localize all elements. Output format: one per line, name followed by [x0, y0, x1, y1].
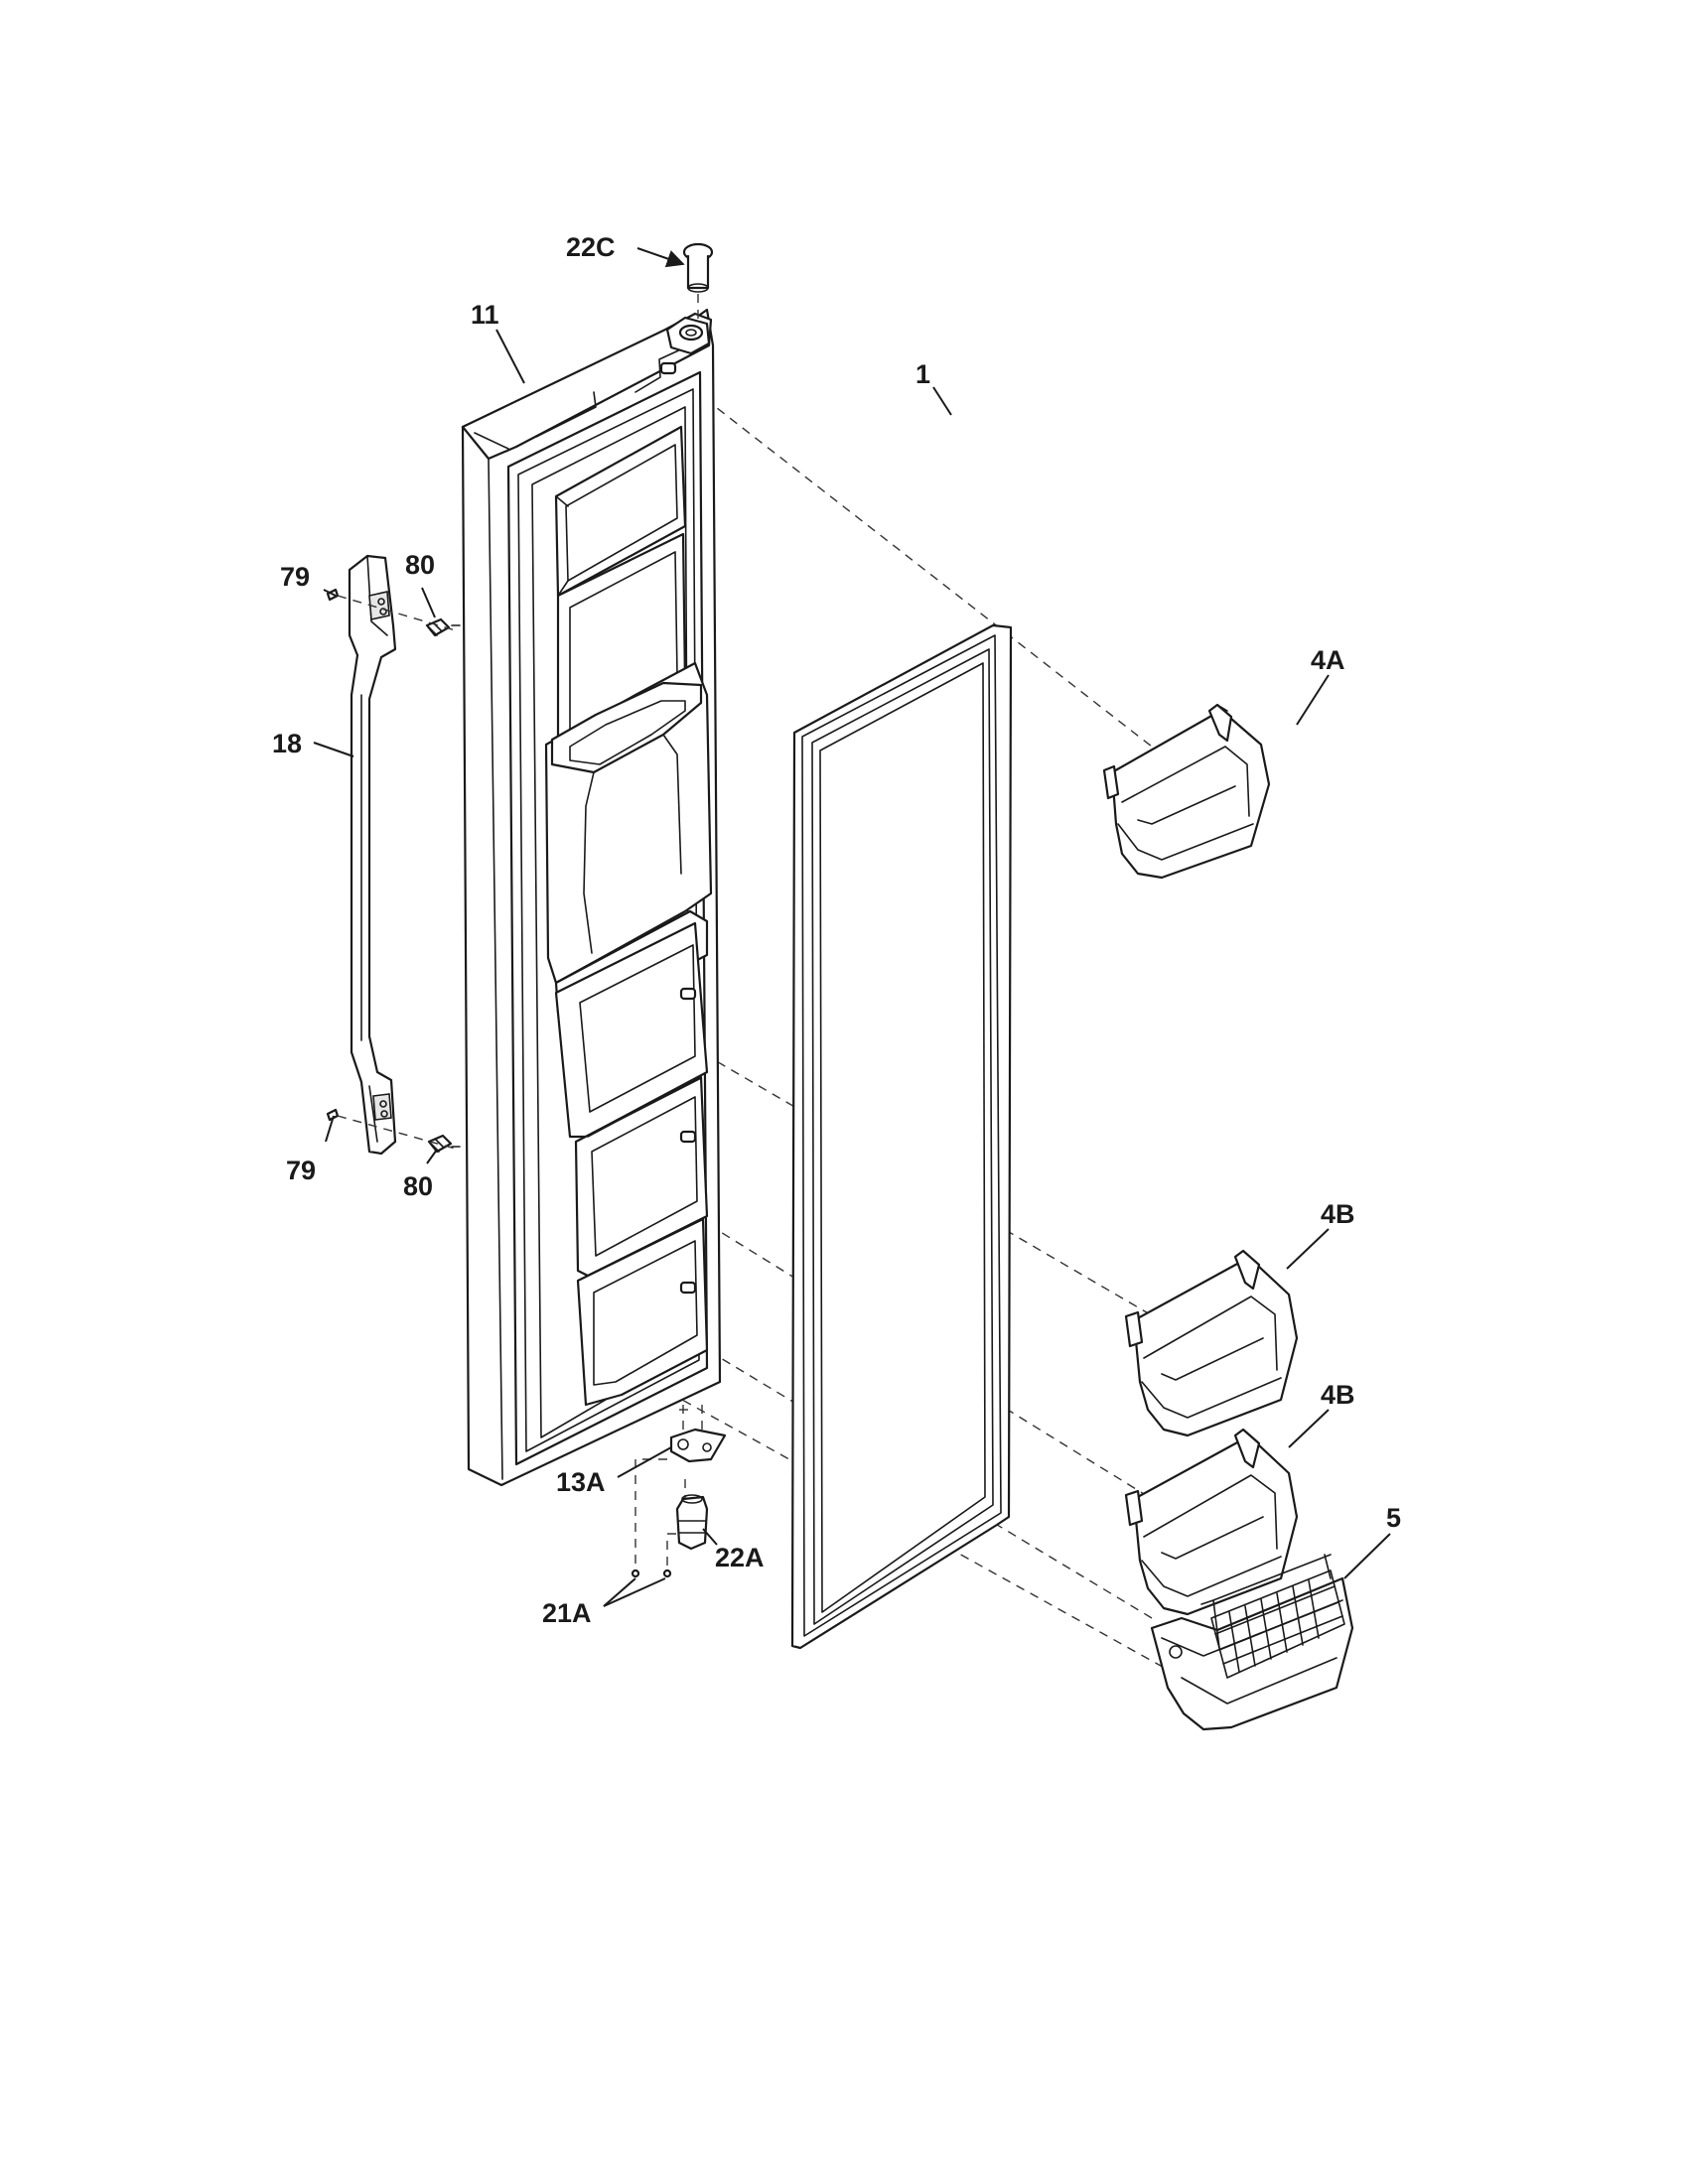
- hinge-pin-top: [682, 242, 714, 322]
- door-gasket: [790, 623, 1013, 1650]
- label-80-top: 80: [405, 550, 435, 580]
- label-22c: 22C: [566, 232, 616, 262]
- label-21a: 21A: [542, 1598, 592, 1628]
- label-4a: 4A: [1311, 645, 1345, 675]
- label-4b-lower: 4B: [1321, 1380, 1355, 1410]
- label-79-top: 79: [280, 562, 310, 592]
- door-bin-4b-lower: [1124, 1428, 1299, 1616]
- label-80-bottom: 80: [403, 1171, 433, 1201]
- label-1: 1: [915, 359, 930, 389]
- label-4b-upper: 4B: [1321, 1199, 1355, 1229]
- label-11: 11: [471, 300, 499, 330]
- bottom-hinge-hardware: [631, 1428, 727, 1578]
- shelf-pegs: [659, 361, 697, 1295]
- label-22a: 22A: [715, 1543, 765, 1572]
- door-assembly: [451, 308, 722, 1487]
- mounting-standoff-bottom: [427, 1134, 453, 1154]
- leader-lines: [313, 247, 1391, 1607]
- wire-basket-bin-5: [1150, 1554, 1354, 1731]
- label-18: 18: [272, 729, 302, 758]
- label-13a: 13A: [556, 1467, 606, 1497]
- label-79-bottom: 79: [286, 1156, 316, 1185]
- door-bin-4b-upper: [1124, 1249, 1299, 1437]
- callout-labels: 22C 11 1 79 80 18 4A 79 80 4B 4B 5 13A 2…: [272, 232, 1401, 1628]
- door-handle: [326, 554, 460, 1156]
- label-5: 5: [1386, 1503, 1401, 1533]
- door-bin-4a: [1102, 703, 1271, 880]
